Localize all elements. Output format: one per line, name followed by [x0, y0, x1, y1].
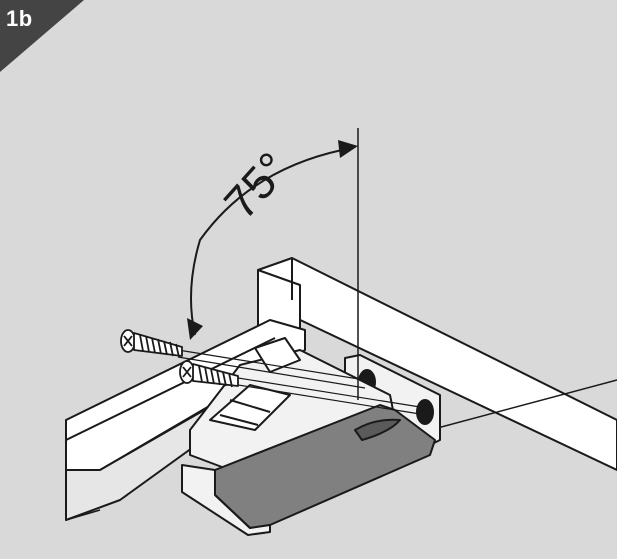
clip-bracket-icon	[181, 337, 436, 536]
corner-step-badge	[0, 0, 84, 72]
floor-lines	[65, 379, 617, 521]
wood-screw-icon	[179, 360, 239, 388]
double-arrow-arc-icon	[187, 140, 358, 340]
wood-screw-icon	[120, 329, 183, 358]
step-number: 1b	[6, 6, 33, 31]
step-badge: 1b	[0, 0, 84, 72]
screw-guide-lines	[177, 349, 421, 415]
